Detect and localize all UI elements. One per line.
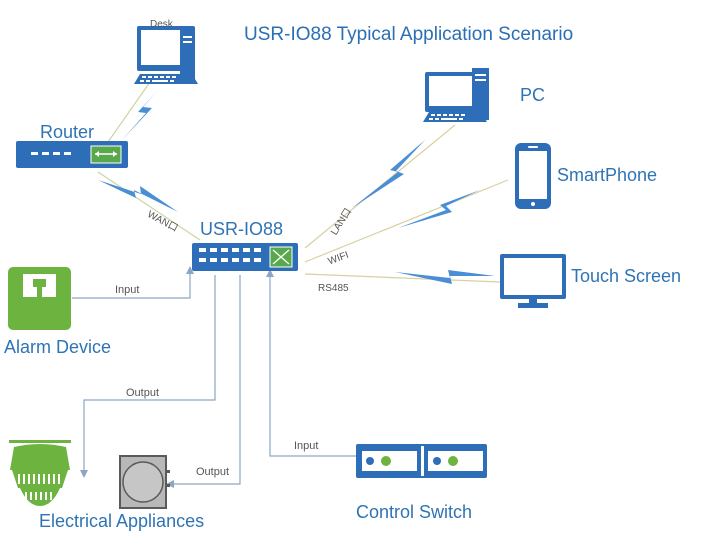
desk-router-line — [107, 81, 151, 143]
bolt-router-hub — [98, 180, 178, 212]
wireless-bolts — [98, 90, 495, 284]
usr-io88-device-icon — [192, 243, 298, 271]
arrow-alarm-input — [186, 266, 194, 274]
output-label-2: Output — [196, 466, 230, 478]
box-appliance-icon — [119, 455, 170, 509]
smartphone-icon — [515, 143, 551, 209]
smartphone-label: SmartPhone — [557, 165, 658, 185]
desk-label: Desk — [150, 19, 173, 30]
alarm-device-label: Alarm Device — [4, 337, 112, 357]
bolt-hub-pc — [352, 140, 425, 208]
usr-io88-label: USR-IO88 — [200, 219, 284, 239]
pc-label: PC — [520, 85, 546, 105]
alarm-device-icon — [8, 267, 71, 330]
electrical-appliances-label: Electrical Appliances — [39, 511, 205, 531]
bolt-hub-phone — [398, 190, 480, 228]
desk-computer-icon — [134, 26, 198, 84]
arrowheads — [80, 266, 274, 488]
alarm-input-line — [72, 272, 191, 299]
rs485-link-label: RS485 — [318, 283, 349, 294]
arrow-output-1 — [80, 470, 88, 478]
output-line-2 — [172, 275, 241, 485]
touch-screen-icon — [500, 254, 566, 308]
bolt-hub-touch — [395, 270, 495, 284]
output-line-1 — [83, 275, 216, 472]
lamp-appliance-icon — [9, 440, 71, 506]
router-label: Router — [40, 122, 95, 142]
control-switch-label: Control Switch — [356, 502, 473, 522]
alarm-input-label: Input — [115, 284, 140, 296]
switch-input-line — [269, 275, 362, 457]
switch-input-label: Input — [294, 440, 319, 452]
pc-icon — [423, 68, 489, 122]
router-icon — [16, 141, 128, 168]
wifi-line — [304, 179, 509, 263]
connection-lines — [72, 81, 509, 485]
output-label-1: Output — [126, 387, 160, 399]
wan-line — [97, 171, 201, 241]
diagram-title: USR-IO88 Typical Application Scenario — [244, 24, 574, 45]
touch-screen-label: Touch Screen — [571, 266, 682, 286]
rs485-line — [304, 273, 501, 283]
control-switch-icon — [356, 444, 487, 478]
arrow-switch-input — [266, 269, 274, 277]
